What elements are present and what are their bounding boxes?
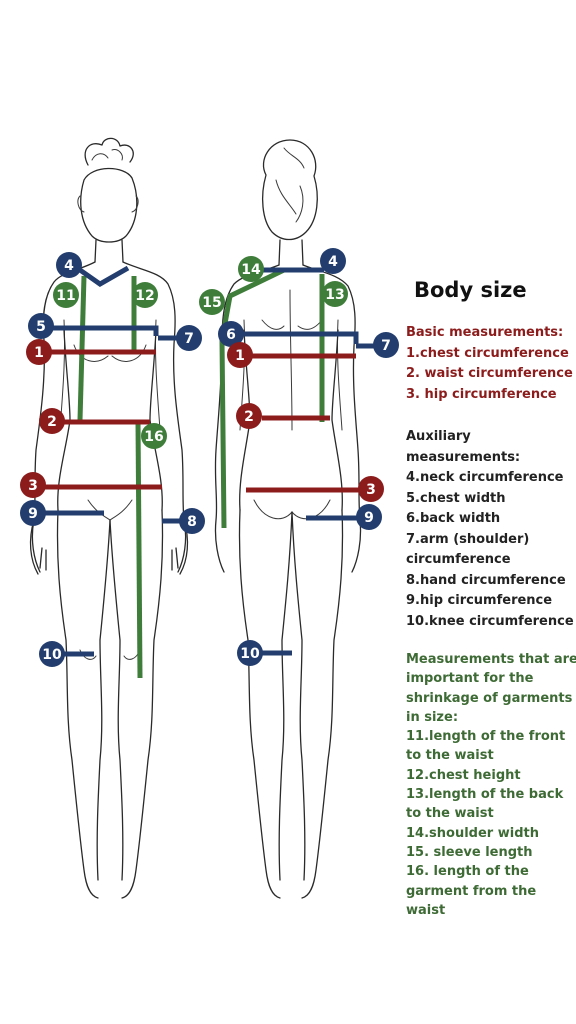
shrinkage-heading: Measurements that are important for the … bbox=[406, 652, 576, 725]
badge-front-4: 4 bbox=[56, 252, 82, 278]
auxiliary-item: 6.back width bbox=[406, 511, 501, 526]
svg-text:13: 13 bbox=[325, 287, 344, 303]
badge-front-16: 16 bbox=[141, 423, 167, 449]
badge-back-15: 15 bbox=[199, 289, 225, 315]
svg-text:9: 9 bbox=[364, 510, 374, 526]
badge-back-10: 10 bbox=[237, 640, 263, 666]
shrinkage-item: 16. length of the garment from the waist bbox=[406, 864, 537, 918]
badge-back-6: 6 bbox=[218, 321, 244, 347]
auxiliary-item: 5.chest width bbox=[406, 490, 506, 506]
back-measurement-lines bbox=[219, 267, 376, 656]
auxiliary-item: 10.knee circumference bbox=[406, 613, 574, 629]
badge-back-3: 3 bbox=[358, 476, 384, 502]
svg-text:5: 5 bbox=[36, 319, 46, 335]
badge-front-2: 2 bbox=[39, 408, 65, 434]
line-5-chest-width bbox=[48, 325, 159, 336]
auxiliary-item: 9.hip circumference bbox=[406, 593, 553, 608]
svg-text:14: 14 bbox=[241, 262, 261, 278]
line-6-back-width bbox=[236, 331, 359, 344]
svg-text:2: 2 bbox=[47, 414, 57, 430]
back-badges: 14 4 15 13 6 7 1 2 3 9 10 bbox=[199, 248, 399, 666]
auxiliary-item: 8.hand circumference bbox=[406, 572, 566, 588]
front-body-outline bbox=[29, 137, 189, 899]
line-15-sleeve bbox=[219, 267, 286, 529]
front-measurement-lines bbox=[44, 265, 180, 679]
auxiliary-item: 7.arm (shoulder) circumference bbox=[406, 531, 530, 568]
badge-front-3: 3 bbox=[20, 472, 46, 498]
svg-text:3: 3 bbox=[28, 478, 38, 494]
shrinkage-item: 11.length of the front to the waist bbox=[406, 729, 566, 764]
badge-back-7: 7 bbox=[373, 332, 399, 358]
svg-text:11: 11 bbox=[56, 288, 75, 304]
svg-text:1: 1 bbox=[34, 345, 44, 361]
line-11-front-length bbox=[77, 275, 87, 421]
svg-text:3: 3 bbox=[366, 482, 376, 498]
badge-back-2: 2 bbox=[236, 403, 262, 429]
shrinkage-measurements: Measurements that are important for the … bbox=[406, 650, 576, 920]
svg-text:9: 9 bbox=[28, 506, 38, 522]
svg-text:4: 4 bbox=[64, 258, 74, 274]
shrinkage-item: 15. sleeve length bbox=[406, 844, 533, 860]
svg-text:10: 10 bbox=[42, 647, 62, 663]
badge-front-11: 11 bbox=[53, 282, 79, 308]
svg-text:2: 2 bbox=[244, 409, 254, 425]
auxiliary-measurements: Auxiliary measurements: 4.neck circumfer… bbox=[406, 427, 576, 632]
badge-back-1: 1 bbox=[227, 342, 253, 368]
page-title: Body size bbox=[414, 278, 527, 302]
badge-front-5: 5 bbox=[28, 313, 54, 339]
shrinkage-item: 13.length of the back to the waist bbox=[406, 787, 564, 822]
badge-front-10: 10 bbox=[39, 641, 65, 667]
badge-back-14: 14 bbox=[238, 256, 264, 282]
svg-text:7: 7 bbox=[184, 331, 194, 347]
shrinkage-item: 12.chest height bbox=[406, 767, 521, 783]
front-badges: 4 11 12 5 7 1 2 16 3 9 8 10 bbox=[20, 252, 205, 667]
svg-text:10: 10 bbox=[240, 646, 260, 662]
auxiliary-item: 4.neck circumference bbox=[406, 470, 564, 485]
svg-text:12: 12 bbox=[135, 288, 154, 304]
badge-front-8: 8 bbox=[179, 508, 205, 534]
badge-back-4: 4 bbox=[320, 248, 346, 274]
basic-item: 1.chest circumference bbox=[406, 345, 569, 361]
svg-text:15: 15 bbox=[202, 295, 221, 311]
badge-front-1: 1 bbox=[26, 339, 52, 365]
shrinkage-item: 14.shoulder width bbox=[406, 825, 539, 841]
badge-front-9: 9 bbox=[20, 500, 46, 526]
basic-item: 3. hip circumference bbox=[406, 386, 557, 402]
line-16-garment-length bbox=[135, 421, 143, 679]
basic-heading: Basic measurements: bbox=[406, 325, 564, 340]
badge-front-12: 12 bbox=[132, 282, 158, 308]
badge-back-13: 13 bbox=[322, 281, 348, 307]
svg-text:16: 16 bbox=[144, 429, 163, 445]
svg-text:1: 1 bbox=[235, 348, 245, 364]
basic-measurements: Basic measurements: 1.chest circumferenc… bbox=[406, 323, 576, 405]
svg-text:7: 7 bbox=[381, 338, 391, 354]
auxiliary-heading: Auxiliary measurements: bbox=[406, 429, 521, 465]
svg-text:8: 8 bbox=[187, 514, 197, 530]
badge-back-9: 9 bbox=[356, 504, 382, 530]
badge-front-7: 7 bbox=[176, 325, 202, 351]
svg-text:6: 6 bbox=[226, 327, 236, 343]
basic-item: 2. waist circumference bbox=[406, 366, 573, 381]
svg-text:4: 4 bbox=[328, 254, 338, 270]
line-4-neck bbox=[78, 265, 130, 287]
